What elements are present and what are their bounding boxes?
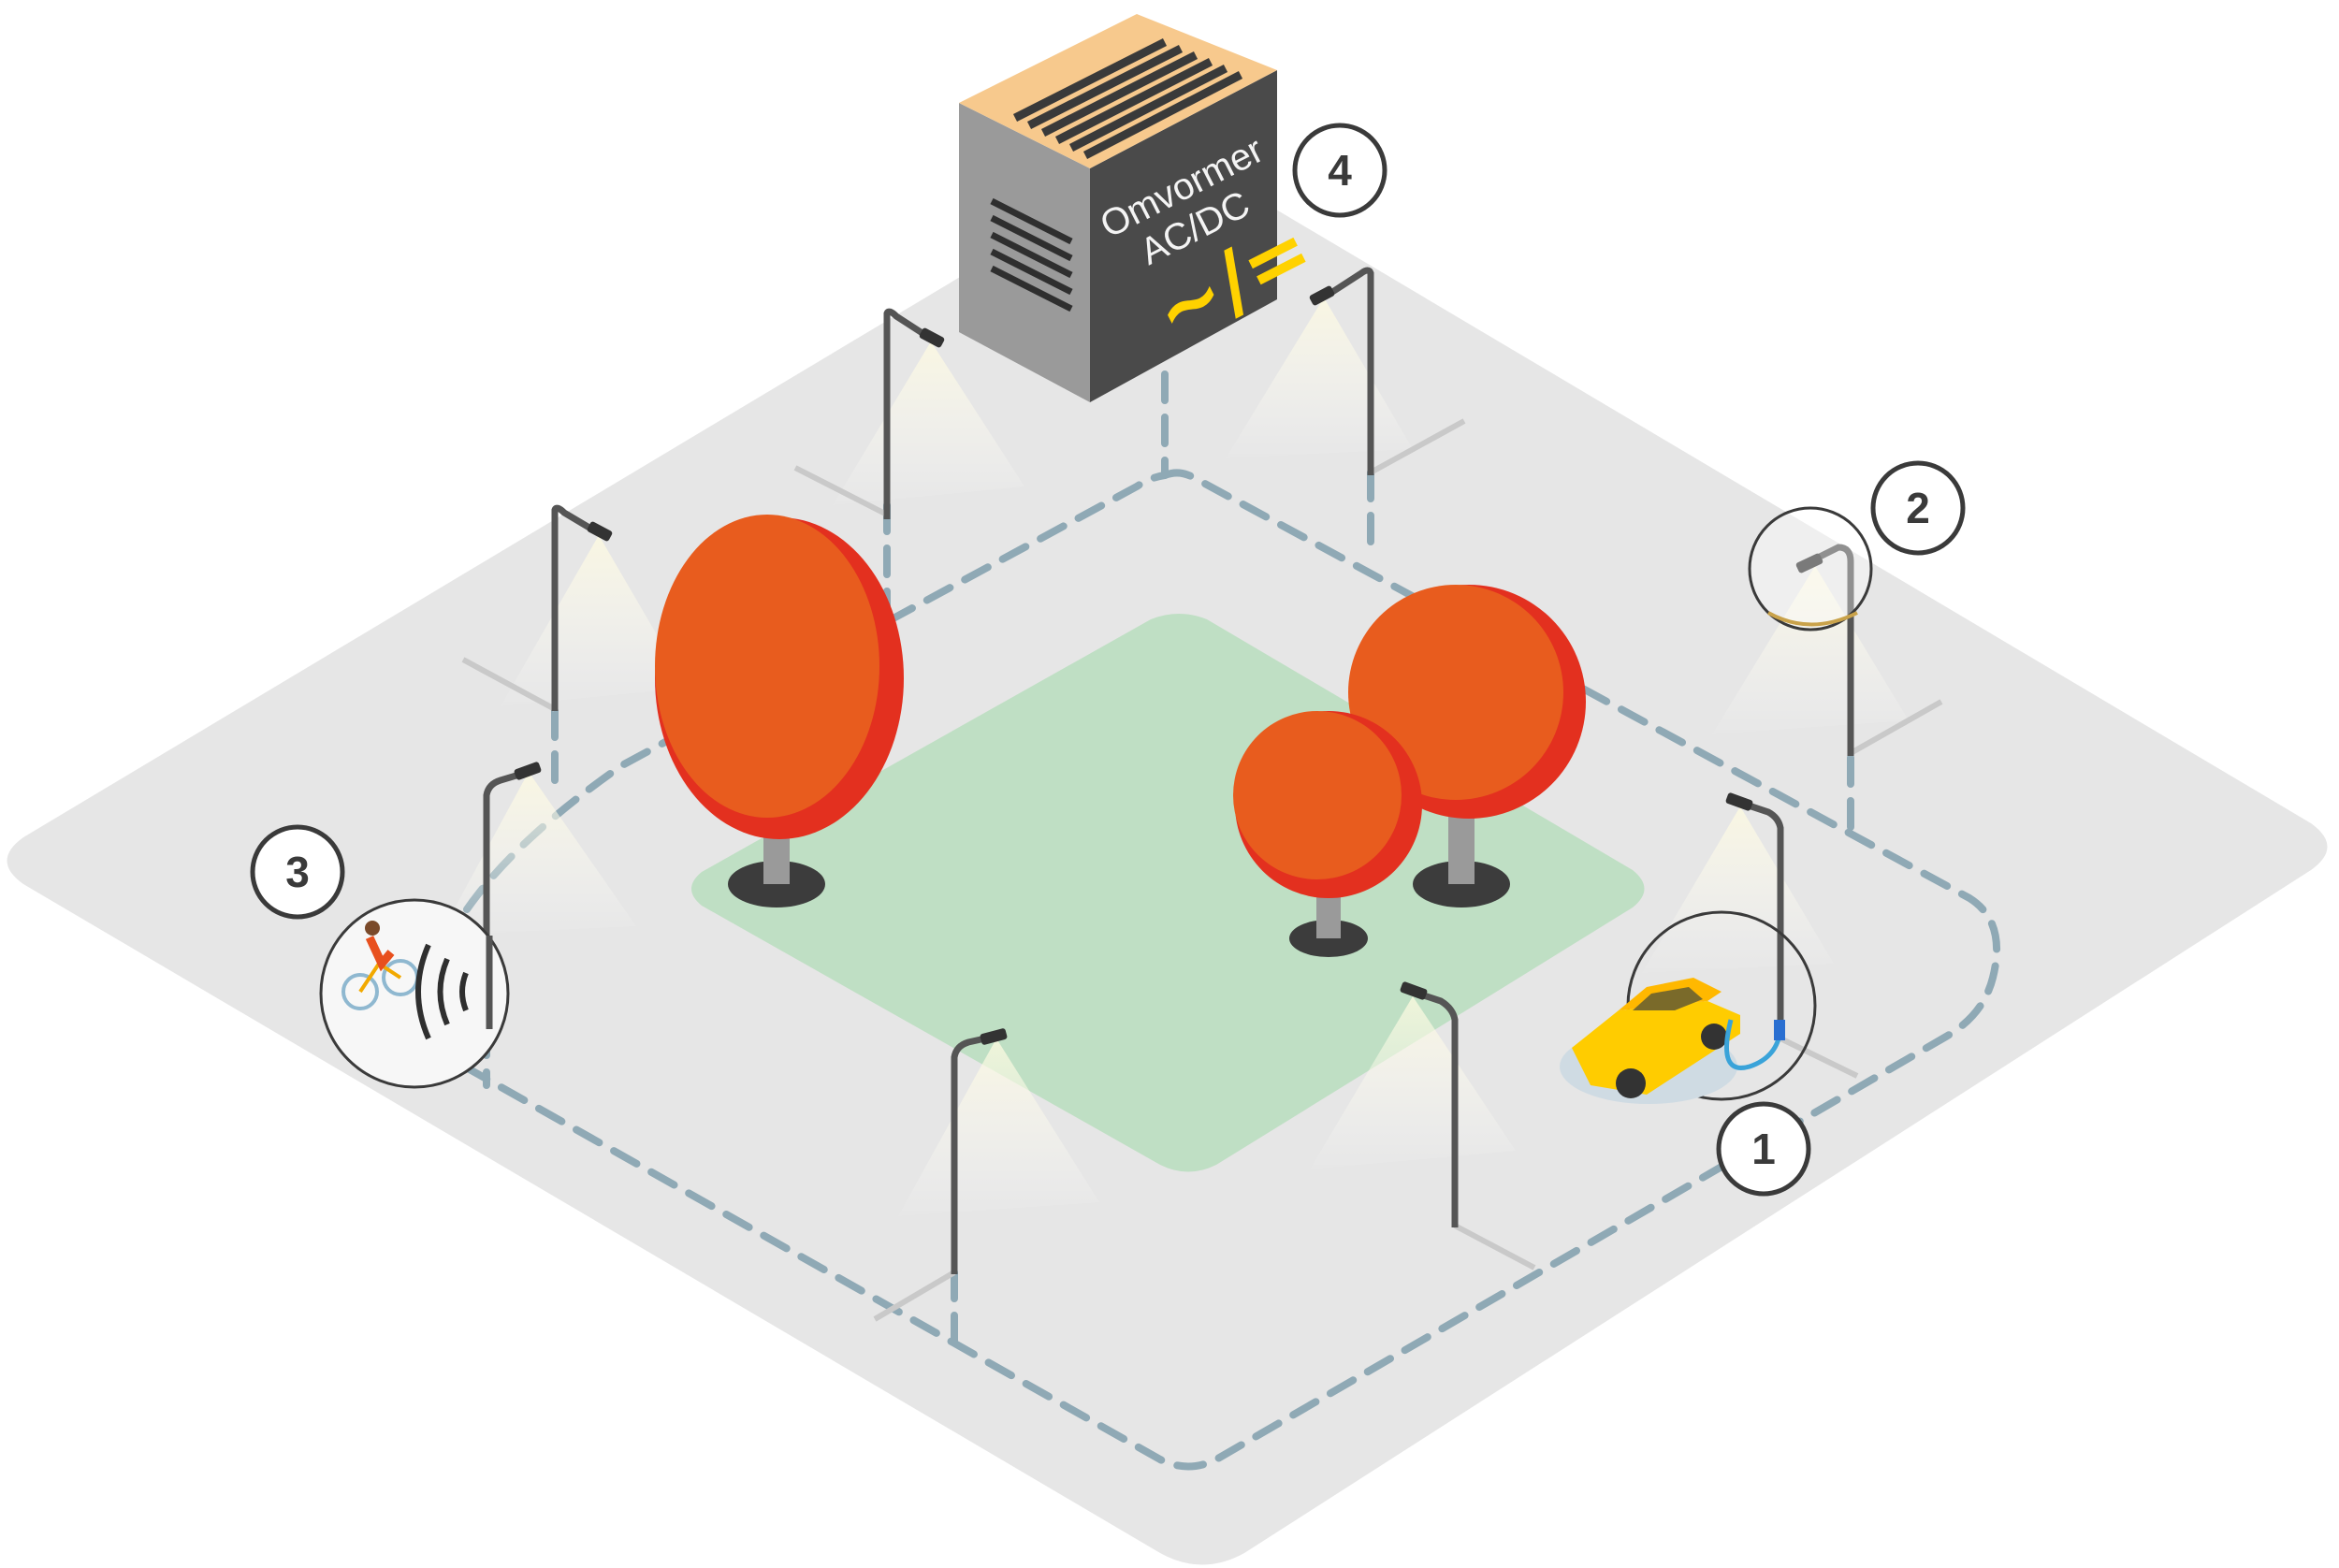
badge-1-number: 1 bbox=[1751, 1125, 1776, 1173]
trees bbox=[655, 515, 1586, 957]
badge-3-number: 3 bbox=[285, 848, 310, 896]
badge-2: 2 bbox=[1870, 460, 1966, 556]
car-icon bbox=[1572, 978, 1740, 1098]
acdc-converter-box: Omvormer AC/DC ~/= bbox=[959, 14, 1328, 402]
charging-cable bbox=[1724, 1019, 1783, 1070]
street-light-icon bbox=[1642, 792, 1859, 1079]
badge-4-number: 4 bbox=[1328, 146, 1352, 195]
dc-cable-loop bbox=[417, 469, 2001, 1471]
highlight-circle-street-light bbox=[1748, 506, 1873, 632]
badge-3: 3 bbox=[250, 824, 345, 920]
ev-charging-scene bbox=[1560, 910, 1817, 1104]
sensor-waves-icon bbox=[415, 943, 469, 1040]
street-light-icon bbox=[793, 308, 1024, 519]
tree-icon bbox=[1233, 711, 1422, 957]
street-light-icon bbox=[1712, 544, 1943, 756]
badge-2-number: 2 bbox=[1906, 484, 1930, 532]
cyclist-sensor-scene bbox=[319, 898, 510, 1089]
street-light-icon bbox=[1226, 267, 1466, 475]
tree-icon bbox=[1348, 585, 1586, 907]
tree-icon bbox=[655, 515, 904, 907]
street-light-icon bbox=[461, 504, 688, 712]
badge-4: 4 bbox=[1292, 123, 1387, 218]
street-light-icon bbox=[1310, 981, 1536, 1270]
dc-cable-network bbox=[417, 370, 2001, 1471]
street-light-icon bbox=[440, 762, 636, 1034]
street-light-icon bbox=[873, 1028, 1099, 1322]
street-lights bbox=[440, 267, 1943, 1322]
vent-grille-icon bbox=[990, 197, 1073, 312]
badge-1: 1 bbox=[1716, 1101, 1811, 1197]
